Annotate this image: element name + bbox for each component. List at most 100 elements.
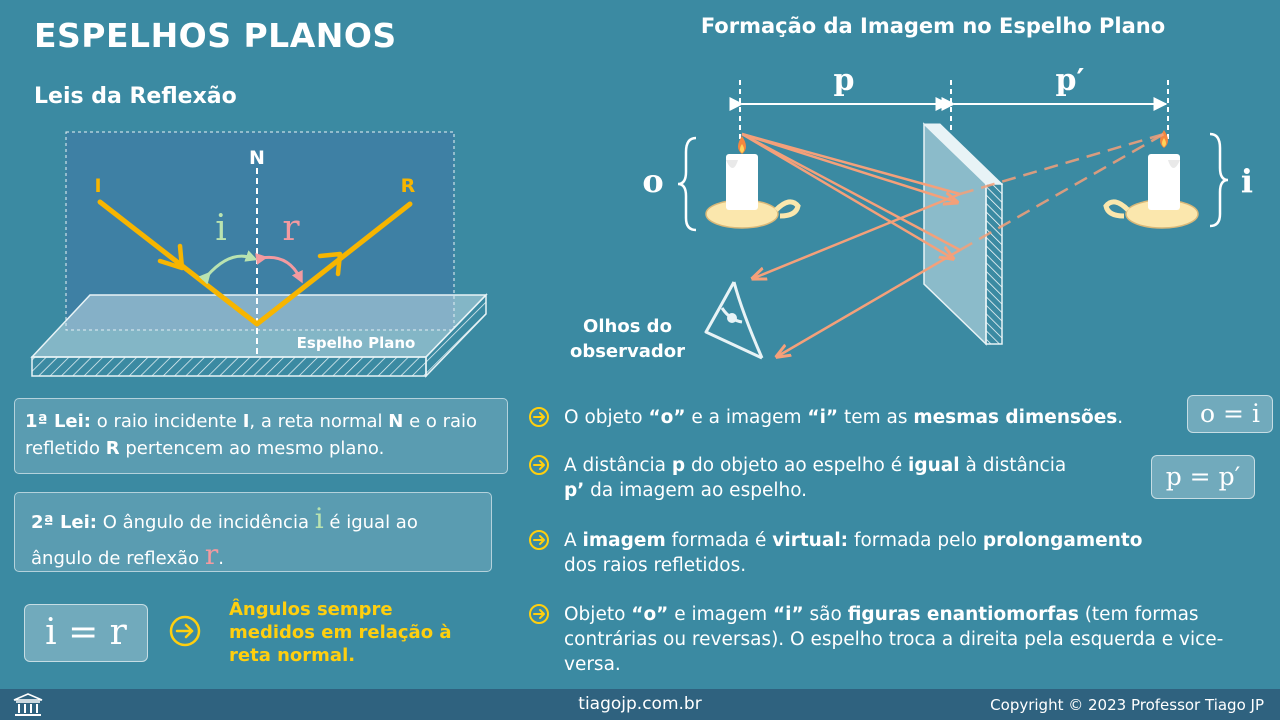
b2-text-3: à distância — [959, 455, 1067, 476]
b2-text-2: do objeto ao espelho é — [685, 455, 909, 476]
mirror-side-face — [425, 293, 487, 378]
mirror-front-face — [31, 356, 427, 377]
b3-text-1: A — [564, 530, 583, 551]
b2-p: p — [671, 455, 686, 476]
b4-text-3: são — [803, 604, 848, 625]
incidence-plane — [65, 131, 455, 331]
b3-text-3: formada pelo — [848, 530, 983, 551]
reflected-ray-2 — [778, 248, 961, 356]
reflected-ray — [254, 201, 413, 327]
angle-r-label: r — [282, 208, 300, 249]
mirror-top-face — [30, 294, 488, 358]
reflected-arrowhead — [317, 251, 343, 277]
p-prime-label: p′ — [1056, 63, 1085, 98]
image-label: i — [1241, 162, 1253, 200]
object-candle-icon — [705, 136, 801, 229]
first-law-text-4: pertencem ao mesmo plano. — [119, 438, 385, 459]
image-brace — [1209, 132, 1229, 228]
second-law-r: r — [204, 538, 219, 571]
b3-text-4: dos raios refletidos. — [564, 555, 747, 576]
footer-copyright: Copyright © 2023 Professor Tiago JP — [990, 696, 1264, 714]
normal-label: N — [249, 147, 265, 169]
p-label: p — [834, 63, 855, 98]
incident-label: I — [94, 175, 101, 197]
b1-i: “i” — [807, 407, 839, 428]
arrow-circle-icon — [529, 407, 549, 427]
b2-text-4: da imagem ao espelho. — [584, 480, 808, 501]
b1-bold: mesmas dimensões — [913, 407, 1118, 428]
equation-i-equals-r: i = r — [24, 604, 148, 662]
angle-i-label: i — [215, 208, 227, 249]
b1-text-4: . — [1117, 407, 1124, 428]
b2-pp: p’ — [564, 480, 585, 501]
reflected-label: R — [401, 175, 416, 197]
eye-icon — [704, 281, 764, 360]
arrow-circle-icon — [529, 530, 549, 550]
incident-arrowhead — [157, 243, 185, 271]
b4-text-2: e imagem — [668, 604, 773, 625]
first-law-title: 1ª Lei: — [25, 411, 91, 432]
second-law-i: i — [314, 502, 324, 535]
angle-note: Ângulos sempre medidos em relação à reta… — [229, 599, 452, 666]
ray-extension-2 — [959, 132, 1165, 252]
b2-bold: igual — [908, 455, 960, 476]
second-law-title: 2ª Lei: — [31, 512, 97, 533]
bullet-dimensions: O objeto “o” e a imagem “i” tem as mesma… — [528, 405, 1188, 430]
object-brace — [677, 136, 697, 232]
second-law-text-1: O ângulo de incidência — [97, 512, 315, 533]
equation-o-equals-i: o = i — [1187, 395, 1273, 433]
plane-mirror-back — [985, 183, 1003, 345]
section-subtitle: Leis da Reflexão — [34, 84, 237, 109]
b1-text-2: e a imagem — [685, 407, 808, 428]
first-law-text-3: e o raio refletido — [25, 411, 478, 459]
incident-ray-3 — [741, 132, 961, 196]
reflected-ray-1 — [754, 192, 961, 278]
bullet-distance: A distância p do objeto ao espelho é igu… — [528, 453, 1148, 503]
image-candle-icon — [1103, 130, 1199, 229]
incident-ray-2 — [741, 132, 952, 258]
b3-virtual: virtual: — [772, 530, 849, 551]
second-law-box: 2ª Lei: O ângulo de incidência i é igual… — [14, 492, 492, 572]
footer-bar — [0, 689, 1280, 720]
b3-prolongamento: prolongamento — [982, 530, 1143, 551]
b1-text-3: tem as — [838, 407, 914, 428]
arrow-circle-icon — [169, 615, 201, 647]
arrow-circle-icon — [529, 604, 549, 624]
bullet-virtual: A imagem formada é virtual: formada pelo… — [528, 528, 1228, 578]
incident-ray — [97, 199, 260, 327]
b1-o: “o” — [648, 407, 686, 428]
b4-bold: figuras enantiomorfas — [847, 604, 1079, 625]
plane-mirror — [923, 122, 987, 346]
reflection-diagram: N I R i r Espelho Plano — [30, 131, 488, 378]
incident-ray-4 — [741, 132, 961, 252]
second-law-text-2: é igual ao ângulo de reflexão — [31, 512, 418, 569]
arrow-circle-icon — [529, 455, 549, 475]
footer-site-link[interactable]: tiagojp.com.br — [578, 694, 702, 714]
first-law-box: 1ª Lei: o raio incidente I, a reta norma… — [14, 398, 508, 474]
temple-icon — [13, 693, 43, 716]
b4-text-1: Objeto — [564, 604, 632, 625]
mirror-label: Espelho Plano — [297, 334, 416, 352]
second-law-text-3: . — [218, 548, 224, 569]
ray-extension-1 — [959, 132, 1165, 196]
b3-text-2: formada é — [665, 530, 773, 551]
b2-text-1: A distância — [564, 455, 672, 476]
object-label: o — [642, 162, 663, 200]
page-title: ESPELHOS PLANOS — [34, 16, 397, 55]
b1-text-1: O objeto — [564, 407, 649, 428]
b4-o: “o” — [631, 604, 669, 625]
first-law-i: I — [242, 411, 250, 432]
b4-text-4: (tem formas contrárias ou reversas). O e… — [564, 604, 1224, 675]
observer-label: Olhos do observador — [569, 316, 686, 362]
image-formation-title: Formação da Imagem no Espelho Plano — [700, 14, 1166, 38]
first-law-r: R — [105, 438, 120, 459]
first-law-text-2: , a reta normal — [249, 411, 389, 432]
plane-mirror-top — [922, 123, 1004, 185]
b3-imagem: imagem — [582, 530, 666, 551]
b4-i: “i” — [772, 604, 804, 625]
angle-r-arc — [255, 252, 303, 284]
angle-i-arc — [198, 250, 258, 285]
incident-ray-1 — [741, 132, 956, 202]
first-law-text-1: o raio incidente — [91, 411, 243, 432]
bullet-enantiomorphic: Objeto “o” e imagem “i” são figuras enan… — [528, 602, 1268, 677]
